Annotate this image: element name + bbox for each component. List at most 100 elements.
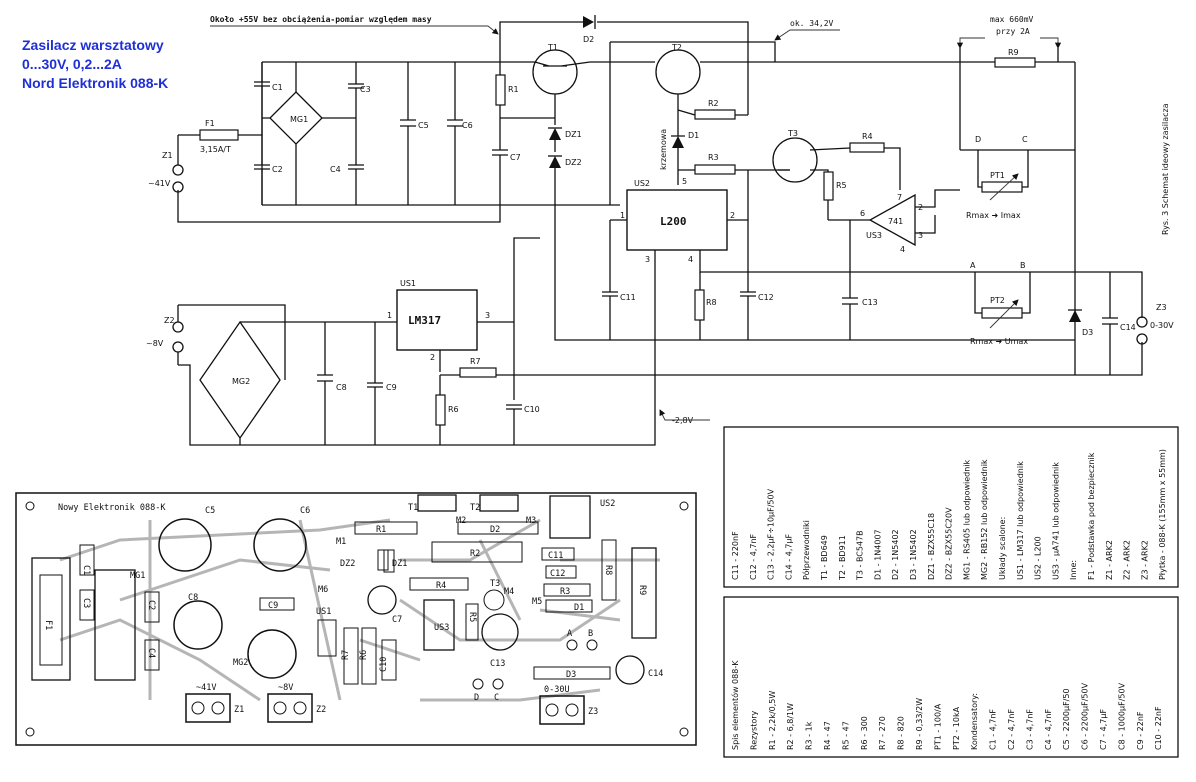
- pcb-c6-label: C6: [300, 506, 310, 516]
- parts-list-item: C12 - 4,7nF: [749, 533, 758, 580]
- title-line-1: Zasilacz warsztatowy: [22, 37, 164, 53]
- pcb-z3-screw-2: [565, 703, 579, 717]
- z3-terminal-1: [1136, 316, 1148, 328]
- pcb-r1-label: R1: [376, 525, 386, 535]
- pt2-label: PT2: [990, 296, 1005, 305]
- pcb-t2-label: T2: [470, 503, 480, 513]
- pcb-z2: [267, 693, 313, 723]
- parts-list-item: T3 - BC547B: [856, 530, 865, 581]
- fuse-value: 3,15A/T: [200, 145, 231, 154]
- pcb-r2: [431, 541, 523, 563]
- pcb-fuse: [39, 574, 63, 666]
- c8-label: C8: [336, 383, 347, 392]
- figure-caption: Rys. 3 Schemat ideowy zasilacza: [1161, 103, 1170, 235]
- l200-box: [626, 189, 728, 251]
- pcb-r7: [343, 627, 359, 685]
- r3-symbol: [694, 164, 736, 175]
- pcb-r5-label: R5: [467, 612, 477, 622]
- voltage-34v-note: ok. 34,2V: [790, 19, 834, 28]
- neg28-label: -2,8V: [672, 416, 694, 425]
- pcb-mg2-label: MG2: [233, 658, 248, 668]
- parts-list-item: US3 - µA741 lub odpowiednik: [1051, 462, 1060, 580]
- parts-list-item: Z1 - ARK2: [1105, 540, 1114, 580]
- c12-label: C12: [758, 293, 774, 302]
- pcb-node-b: B: [588, 629, 593, 639]
- parts-box-lower: [723, 596, 1179, 758]
- l200-pin2: 2: [730, 211, 735, 220]
- us3-label: US3: [866, 231, 882, 240]
- dz2-label: DZ2: [565, 158, 582, 167]
- z1-label: Z1: [162, 151, 173, 160]
- pcb-dz1-label: DZ1: [392, 559, 407, 569]
- fuse-symbol: [199, 129, 239, 141]
- c10-label: C10: [524, 405, 540, 414]
- us1-label: US1: [400, 279, 416, 288]
- pcb-us1-label: US1: [316, 607, 331, 617]
- pcb-t3: [483, 589, 505, 611]
- pt2-rule: Rmax ➜ Umax: [970, 337, 1028, 346]
- parts-list-item: DZ1 - BZX55C18: [927, 513, 936, 580]
- z1-terminal-1: [172, 164, 184, 176]
- max660-arrow-right: [1040, 37, 1062, 49]
- pcb-m3-label: M3: [526, 516, 536, 526]
- l200-pin4: 4: [688, 255, 693, 264]
- parts-list-item: D1 - 1N4007: [873, 529, 882, 580]
- top-note-arrow: [210, 25, 499, 35]
- parts-list-item: C13 - 2,2µF÷10µF/50V: [767, 488, 776, 580]
- r4-wire: [884, 147, 901, 190]
- l200-pin1: 1: [620, 211, 625, 220]
- pcb-d2: [457, 521, 539, 535]
- pcb-hole-2: [679, 501, 689, 511]
- c1-label: C1: [272, 83, 283, 92]
- pcb-m6-label: M6: [318, 585, 328, 595]
- l200-pin3: 3: [645, 255, 650, 264]
- t2-wires: [609, 41, 776, 205]
- pt2-leads: [974, 272, 1031, 314]
- parts-list-item: US2 - L200: [1034, 536, 1043, 580]
- pcb-t2: [479, 494, 519, 512]
- pcb-t3-label: T3: [490, 579, 500, 589]
- pcb-c8-label: C8: [188, 593, 198, 603]
- l200-pin5: 5: [682, 177, 687, 186]
- c13-label: C13: [862, 298, 878, 307]
- pcb-z3: [539, 695, 585, 725]
- pcb-z2-screw-1: [273, 701, 287, 715]
- max660-note-b: przy 2A: [996, 27, 1030, 36]
- max660-note: max 660mV: [990, 15, 1034, 24]
- parts-list-item: D2 - 1N5402: [891, 529, 900, 580]
- pcb-hole-3: [679, 727, 689, 737]
- t2-label: T2: [671, 43, 682, 52]
- pcb-z1: [185, 693, 231, 723]
- d2-wire-left: [499, 21, 583, 62]
- t3-label: T3: [787, 129, 798, 138]
- pcb-c11: [541, 547, 575, 561]
- parts-list-item: F1 - Podstawka pod bezpiecznik: [1087, 452, 1096, 580]
- pt2-arrow: [989, 299, 1019, 329]
- lm317-pin3: 3: [485, 311, 490, 320]
- d3-symbol: [1069, 310, 1081, 322]
- pcb-r4-label: R4: [436, 581, 446, 591]
- c12-symbol: [740, 220, 756, 340]
- parts-list-item: T2 - BD911: [838, 535, 847, 581]
- parts-list-item: C14 - 4,7µF: [784, 533, 793, 580]
- pcb-us3: [423, 599, 455, 651]
- parts-box-upper: [723, 426, 1179, 588]
- c9-label: C9: [386, 383, 397, 392]
- fuse-wire-b: [238, 62, 263, 136]
- neg28-arrow: [659, 409, 710, 421]
- r5-symbol: [823, 171, 834, 201]
- z2-label: Z2: [164, 316, 175, 325]
- pcb-traces: [59, 518, 660, 702]
- pcb-c12: [545, 565, 577, 579]
- pcb-r6: [361, 627, 377, 685]
- z1-wire-bottom: [177, 190, 501, 223]
- pcb-node-a: A: [567, 629, 572, 639]
- z2-terminal-1: [172, 321, 184, 333]
- pcb-d1: [545, 599, 593, 613]
- r3-label: R3: [708, 153, 719, 162]
- parts-list-item: C4 - 4,7nF: [1044, 709, 1053, 750]
- pcb-layout: Nowy Elektronik 088-K F1 C1 C3 C2 C4 MG1…: [15, 492, 697, 746]
- pcb-tp-a: [566, 639, 578, 651]
- c11-label: C11: [620, 293, 636, 302]
